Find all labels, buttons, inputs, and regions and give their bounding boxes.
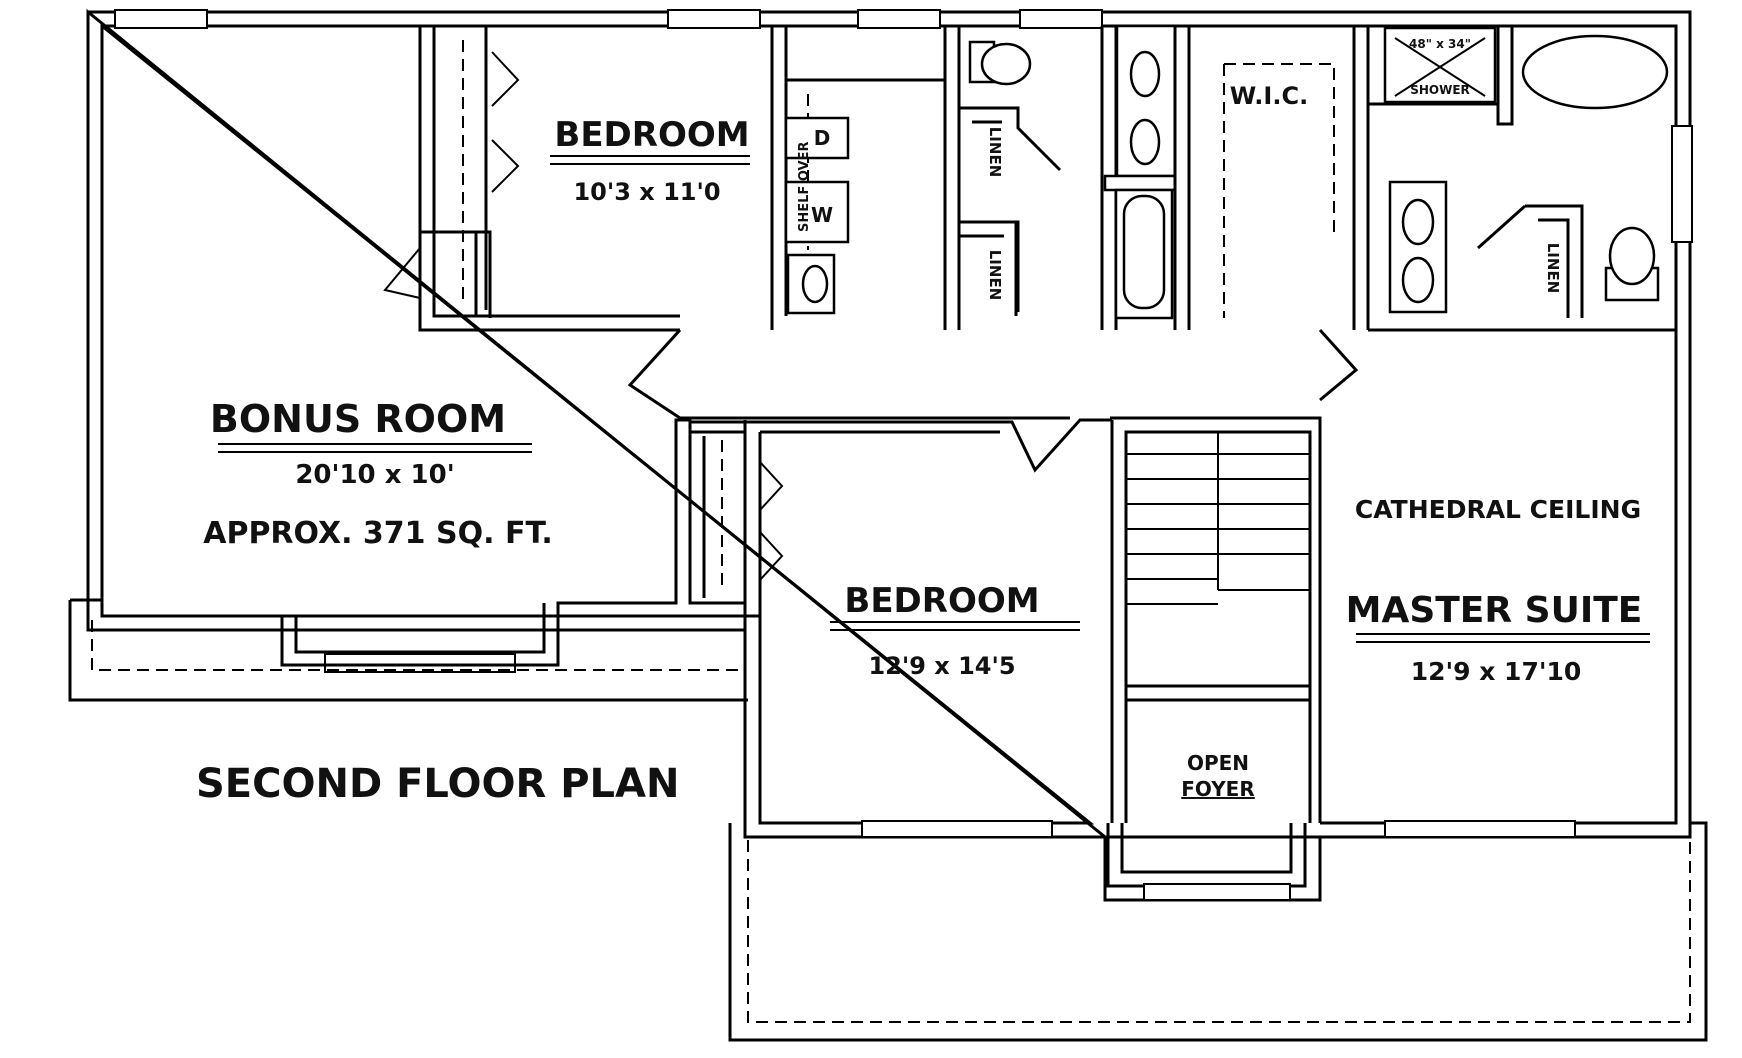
dryer-icon xyxy=(784,116,850,160)
cathedral-ceiling-note: CATHEDRAL CEILING xyxy=(1355,495,1641,524)
hall-bath: LINEN LINEN xyxy=(959,24,1177,330)
linen-label-1: LINEN xyxy=(986,127,1004,178)
bonus-room-walls xyxy=(68,418,748,702)
wic-label: W.I.C. xyxy=(1230,82,1308,110)
lower-bedroom-walls xyxy=(690,420,1128,823)
shower-size-label: 48" x 34" xyxy=(1409,37,1471,51)
upper-bedroom-name: BEDROOM xyxy=(554,115,749,155)
shower-label: SHOWER xyxy=(1410,83,1470,97)
front-porch xyxy=(728,821,1708,1042)
soaking-tub-icon xyxy=(1521,34,1669,110)
bonus-room-name: BONUS ROOM xyxy=(210,397,506,441)
master-bath: 48" x 34" SHOWER LINEN xyxy=(1366,26,1676,332)
walk-in-closet: W.I.C. xyxy=(1173,26,1370,330)
laundry-area: D W SHELF OVER xyxy=(784,26,961,330)
master-suite-size: 12'9 x 17'10 xyxy=(1411,657,1582,686)
dryer-label: D xyxy=(814,126,831,150)
lower-bedroom-size: 12'9 x 14'5 xyxy=(868,652,1015,680)
master-suite-name: MASTER SUITE xyxy=(1346,590,1643,631)
staircase xyxy=(1124,430,1312,823)
toilet-icon xyxy=(980,42,1032,86)
open-foyer-line1: OPEN xyxy=(1187,751,1249,775)
linen-label-3: LINEN xyxy=(1544,243,1562,294)
upper-bedroom-size: 10'3 x 11'0 xyxy=(573,178,720,206)
hallway-walls xyxy=(627,328,1359,823)
room-labels: BONUS ROOM 20'10 x 10' APPROX. 371 SQ. F… xyxy=(203,115,1650,801)
washer-label: W xyxy=(811,203,833,227)
open-foyer-line2: FOYER xyxy=(1181,777,1255,801)
plan-title: SECOND FLOOR PLAN xyxy=(196,761,679,807)
shelf-over-label: SHELF OVER xyxy=(797,142,812,232)
lower-bedroom-name: BEDROOM xyxy=(844,581,1039,621)
washer-icon xyxy=(784,180,850,244)
upper-bedroom-walls xyxy=(383,26,788,332)
linen-label-2: LINEN xyxy=(986,250,1004,301)
bonus-room-area: APPROX. 371 SQ. FT. xyxy=(203,516,553,551)
bonus-room-size: 20'10 x 10' xyxy=(295,460,454,490)
windows xyxy=(114,9,1693,901)
master-toilet-icon xyxy=(1608,226,1656,286)
